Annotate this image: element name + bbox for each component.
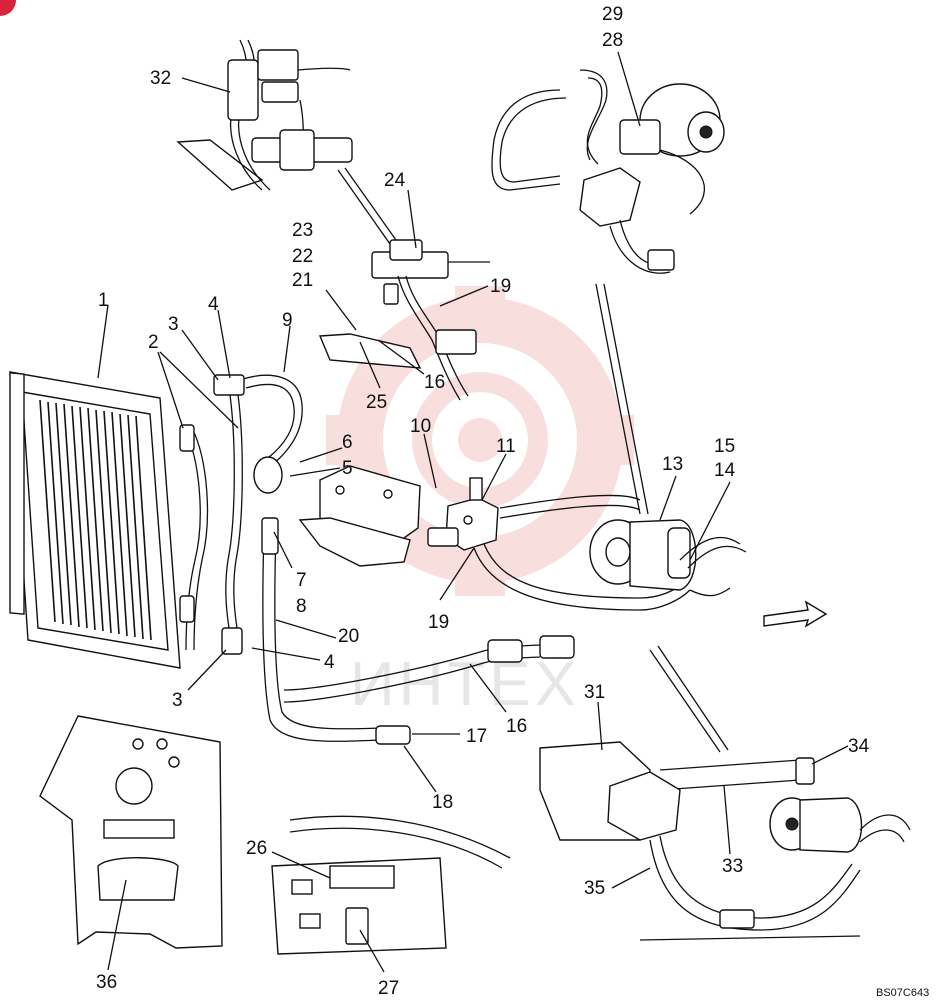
callout-11: 11 — [496, 436, 516, 457]
hydraulic-pump — [589, 519, 747, 597]
return-hose — [261, 517, 575, 745]
valve-bracket — [298, 465, 421, 567]
callout-leaders — [97, 51, 849, 973]
callout-1: 1 — [98, 290, 109, 311]
callout-22: 22 — [292, 246, 313, 267]
callout-16-bottom: 16 — [506, 716, 527, 737]
callout-21: 21 — [292, 270, 313, 291]
callout-36: 36 — [96, 972, 117, 993]
callout-27: 27 — [378, 978, 399, 999]
callout-19-top: 19 — [490, 276, 511, 297]
callout-19-bottom: 19 — [428, 612, 449, 633]
callout-16-mid: 16 — [424, 372, 445, 393]
inset-leaders — [337, 167, 729, 753]
inset-top-valve — [176, 39, 353, 191]
callout-4-top: 4 — [208, 294, 219, 315]
callout-5: 5 — [342, 458, 353, 479]
inset-bottom-assembly — [539, 741, 911, 941]
callout-labels: 1 2 3 3 4 4 5 6 7 8 9 10 11 13 14 15 16 … — [96, 4, 870, 999]
decal-panel — [39, 715, 223, 949]
inset-mid-valve — [318, 239, 490, 401]
cooler-hoses — [179, 374, 303, 655]
callout-25: 25 — [366, 392, 387, 413]
oil-cooler — [9, 371, 181, 669]
callout-14: 14 — [714, 460, 736, 481]
inset-pump-assembly — [491, 69, 725, 274]
reference-code: BS07C643 — [876, 987, 929, 999]
callout-31: 31 — [584, 682, 605, 703]
callout-13: 13 — [662, 454, 683, 475]
callout-26: 26 — [246, 838, 267, 859]
callout-15: 15 — [714, 436, 735, 457]
corner-badge — [0, 0, 16, 16]
callout-3-top: 3 — [168, 314, 179, 335]
callout-3-bottom: 3 — [172, 690, 183, 711]
callout-18: 18 — [432, 792, 453, 813]
callout-23: 23 — [292, 220, 313, 241]
callout-2: 2 — [148, 332, 159, 353]
callout-24: 24 — [384, 170, 406, 191]
callout-29: 29 — [602, 4, 623, 25]
control-valve — [427, 477, 691, 611]
callout-17: 17 — [466, 726, 487, 747]
callout-32: 32 — [150, 68, 171, 89]
callout-7: 7 — [296, 570, 307, 591]
callout-4-bottom: 4 — [324, 652, 335, 673]
callout-10: 10 — [410, 416, 431, 437]
callout-6: 6 — [342, 432, 353, 453]
callout-9: 9 — [282, 310, 293, 331]
callout-8: 8 — [296, 596, 307, 617]
control-panel-decal — [271, 815, 511, 955]
callout-34: 34 — [848, 736, 870, 757]
watermark-text: ИНТЕХ — [350, 650, 580, 719]
callout-35: 35 — [584, 878, 605, 899]
callout-20: 20 — [338, 626, 359, 647]
direction-arrow — [763, 600, 828, 628]
callout-28: 28 — [602, 30, 623, 51]
callout-33: 33 — [722, 856, 743, 877]
